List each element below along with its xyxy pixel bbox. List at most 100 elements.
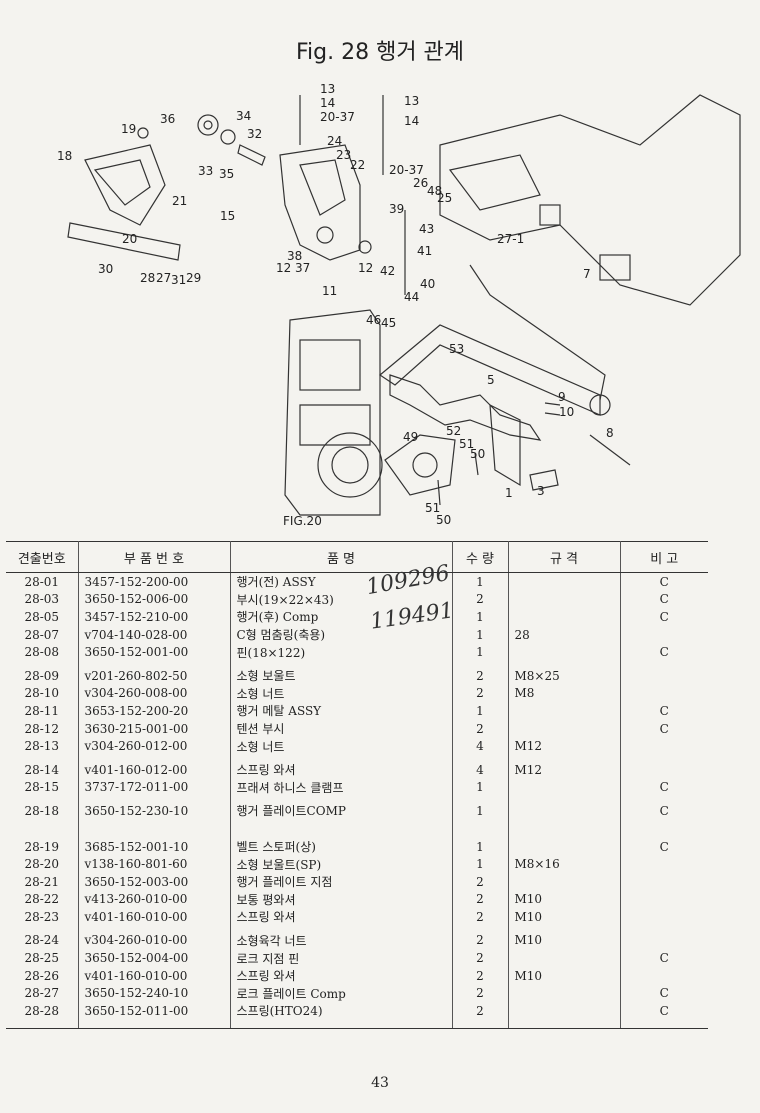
cell-qty: 2 [451,872,509,891]
callout-label: 11 [322,284,337,298]
cell-ref-no: 28-13 [6,737,79,755]
cell-note: C [619,702,708,720]
cell-qty: 2 [451,719,509,738]
callout-label: 7 [583,267,591,281]
cell-name: 벨트 스토퍼(상) [229,819,453,856]
callout-label: 26 [413,176,428,190]
cell-note [619,855,708,873]
callout-label: 53 [449,342,464,356]
cell-note: C [619,719,708,738]
exploded-parts-diagram: 13 14 20-37 13 14 36 34 32 24 23 22 19 1… [0,75,760,530]
cell-note: C [619,590,708,609]
cell-spec: M10 [507,966,621,985]
cell-note: C [619,984,708,1003]
cell-name: 텐션 부시 [229,719,453,738]
callout-label: 41 [417,244,432,258]
cell-note: C [619,819,708,856]
cell-part-no: v401-160-010-00 [77,908,231,926]
cell-spec [507,719,621,738]
cell-name: 스프링 와셔 [229,754,453,779]
callout-label: 15 [220,209,235,223]
callout-label: 24 [327,134,342,148]
cell-note [619,908,708,926]
cell-name: 스프링 와셔 [229,908,453,926]
cell-spec: 28 [507,625,621,644]
cell-spec [507,819,621,856]
cell-qty: 1 [451,643,509,661]
cell-spec [507,572,621,591]
callout-labels: 13 14 20-37 13 14 36 34 32 24 23 22 19 1… [57,82,614,528]
callout-label: 51 [459,437,474,451]
column-header-ref-no: 견출번호 [6,541,79,573]
callout-label: 31 [171,273,186,287]
callout-label: 38 [287,249,302,263]
cell-spec [507,872,621,891]
cell-qty: 1 [451,702,509,720]
cell-note [619,872,708,891]
cell-name: 소형 보울트(SP) [229,855,453,873]
cell-note [619,966,708,985]
cell-spec: M12 [507,737,621,755]
cell-ref-no: 28-18 [6,796,79,820]
cell-ref-no: 28-20 [6,855,79,873]
column-header-name: 품 명 [229,541,453,573]
cell-name: 부시(19×22×43) [229,590,453,609]
cell-spec [507,796,621,820]
callout-label: 20-37 [320,110,355,124]
cell-qty: 2 [451,949,509,967]
cell-ref-no: 28-15 [6,778,79,797]
callout-label: 25 [437,191,452,205]
cell-qty: 2 [451,966,509,985]
cell-name: 스프링 와셔 [229,966,453,985]
callout-label: 27-1 [497,232,524,246]
cell-part-no: v704-140-028-00 [77,625,231,644]
cell-qty: 2 [451,684,509,703]
cell-note: C [619,1002,708,1029]
callout-label: 12 [358,261,373,275]
cell-qty: 1 [451,778,509,797]
cell-ref-no: 28-14 [6,754,79,779]
figure-reference: FIG.20 [283,514,322,528]
cell-note: C [619,572,708,591]
cell-spec [507,590,621,609]
callout-label: 32 [247,127,262,141]
cell-spec [507,778,621,797]
callout-label: 18 [57,149,72,163]
callout-label: 13 [404,94,419,108]
cell-part-no: v304-260-010-00 [77,925,231,950]
callout-label: 51 [425,501,440,515]
cell-name: 행거 플레이트 지점 [229,872,453,891]
cell-note [619,737,708,755]
cell-part-no: v413-260-010-00 [77,890,231,909]
cell-note [619,925,708,950]
cell-part-no: 3457-152-210-00 [77,608,231,626]
cell-name: 보통 평와셔 [229,890,453,909]
column-header-spec: 규 격 [507,541,621,573]
callout-label: 43 [419,222,434,236]
cell-ref-no: 28-25 [6,949,79,967]
cell-name: 스프링(HTO24) [229,1002,453,1029]
callout-label: 45 [381,316,396,330]
cell-note [619,754,708,779]
cell-part-no: v138-160-801-60 [77,855,231,873]
cell-name: 소형 너트 [229,684,453,703]
callout-label: 14 [320,96,335,110]
callout-label: 1 [505,486,513,500]
callout-label: 27 [156,271,171,285]
callout-label: 21 [172,194,187,208]
callout-label: 33 [198,164,213,178]
cell-name: 로크 플레이트 Comp [229,984,453,1003]
cell-note: C [619,608,708,626]
cell-note: C [619,778,708,797]
cell-note [619,660,708,685]
